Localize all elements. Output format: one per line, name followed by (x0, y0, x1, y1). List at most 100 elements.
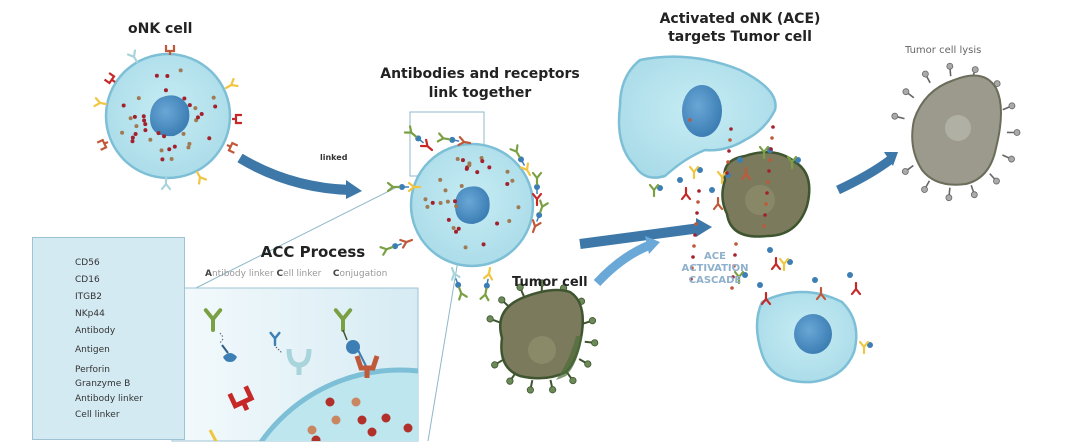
granule (725, 171, 729, 175)
legend-label-antigen: Antigen (75, 345, 110, 355)
granule (481, 242, 486, 247)
legend-label-cell-linker: Cell linker (75, 410, 120, 420)
granule (451, 226, 456, 231)
granule (182, 96, 187, 101)
tumor-nucleus (528, 336, 556, 364)
granule (734, 242, 738, 246)
granule (495, 221, 500, 226)
granule (154, 73, 159, 78)
granule (169, 156, 174, 161)
granule (733, 253, 737, 257)
linked-receptor (528, 199, 549, 235)
legend-label-antibody-linker: Antibody linker (75, 394, 143, 404)
legend-label-nkp44: NKp44 (75, 309, 105, 319)
granule (729, 127, 733, 131)
granule (695, 211, 699, 215)
cascade-line: CASCADE (688, 275, 742, 286)
antigen (1000, 151, 1017, 164)
ace-scene (617, 55, 873, 384)
tumor-cell-label: Tumor cell (512, 275, 588, 290)
linker-node (742, 272, 748, 278)
onk-nucleus (150, 95, 190, 137)
granule (487, 165, 492, 170)
granule (121, 103, 126, 108)
granule (172, 144, 177, 149)
granule (159, 148, 164, 153)
granule (763, 213, 767, 217)
cascade-line: ACE (704, 251, 726, 262)
activated-title: Activated oNK (ACE) targets Tumor cell (630, 10, 850, 46)
granule (762, 224, 766, 228)
title-line: link together (428, 85, 532, 101)
granule (688, 118, 692, 122)
granule (765, 191, 769, 195)
ace-cascade-label: ACE ACTIVATION CASCADE (655, 251, 775, 287)
linked-receptor (531, 171, 543, 207)
antigen (900, 162, 916, 177)
granule (510, 178, 515, 183)
onk-cell (93, 43, 244, 191)
granule (156, 131, 161, 136)
granule (128, 116, 133, 121)
title-line: Activated oNK (ACE) (659, 11, 821, 27)
granule (167, 147, 172, 152)
granule (141, 114, 146, 119)
legend-label-perforin: Perforin (75, 365, 110, 375)
granule (690, 266, 694, 270)
granule (454, 229, 459, 234)
acc-step-antibody-linker: Antibody linker (205, 269, 274, 279)
legend-label-cd16: CD16 (75, 275, 100, 285)
granule (732, 264, 736, 268)
granule (770, 136, 774, 140)
antigen (580, 315, 598, 328)
zoom-itgb2-receptor (354, 355, 380, 378)
zoomed-cell-membrane (258, 367, 418, 441)
linked-receptor (778, 257, 790, 272)
antigen (583, 337, 600, 348)
granule (767, 169, 771, 173)
granule (692, 244, 696, 248)
linker-node (737, 157, 743, 163)
granule (445, 199, 450, 204)
linked-receptor (436, 132, 472, 149)
antigen (525, 378, 537, 395)
title-line: targets Tumor cell (668, 29, 812, 45)
legend-label-cd56: CD56 (75, 258, 100, 268)
zoom-cd56-receptor (286, 348, 312, 375)
linker-node (709, 187, 715, 193)
granule (463, 245, 468, 250)
antigen (945, 62, 955, 78)
onk-granules (120, 68, 218, 162)
granule (133, 132, 138, 137)
linked-receptor (386, 181, 422, 193)
granule (193, 106, 198, 111)
granule (425, 204, 430, 209)
arrow-tumor-to-ace (593, 240, 652, 287)
granule (697, 189, 701, 193)
linker-node (657, 185, 663, 191)
granule (505, 169, 510, 174)
legend-panel (32, 237, 185, 440)
linker-node (795, 157, 801, 163)
linked-receptor (680, 186, 692, 201)
granule (726, 160, 730, 164)
acc-zoom-panel (171, 287, 419, 442)
zoom-conjugated-linker (346, 340, 360, 354)
tumor-lysis-title: Tumor cell lysis (905, 45, 982, 56)
granule (194, 118, 199, 123)
granule (132, 114, 137, 119)
linker-node (867, 342, 873, 348)
acc-step-cell-linker: Cell linker (276, 269, 322, 279)
link-together-title: Antibodies and receptors link together (370, 65, 590, 103)
granule (136, 96, 141, 101)
granule (142, 118, 147, 123)
granule (195, 115, 200, 120)
linked-receptor (509, 144, 535, 179)
tumor-cell (485, 278, 600, 395)
granule (438, 177, 443, 182)
linked-nucleus (455, 186, 490, 224)
acc-step-conjugation: Conjugation (332, 269, 388, 279)
antigen (967, 183, 979, 200)
antigen (944, 186, 954, 202)
granule (165, 73, 170, 78)
